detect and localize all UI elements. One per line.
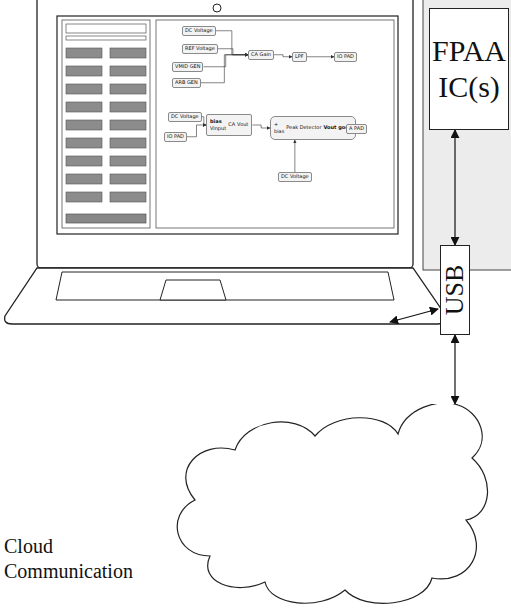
input-labels: +bias <box>274 122 284 134</box>
usb-box: USB <box>440 245 470 335</box>
signal-wire <box>274 55 292 57</box>
block-box: REF Voltage <box>182 44 218 54</box>
gui-button <box>66 174 102 184</box>
gui-button <box>110 66 146 76</box>
gui-button <box>66 156 102 166</box>
block-box: DC Voltage <box>182 26 216 36</box>
signal-wire <box>218 49 248 55</box>
gui-button <box>66 66 102 76</box>
node-label: DC Voltage <box>185 28 213 34</box>
gui-button <box>66 192 102 202</box>
gui-buttons <box>66 48 146 202</box>
node-label: + <box>274 122 284 128</box>
signal-wire <box>307 56 334 57</box>
block-box: A PAD <box>346 124 367 134</box>
display <box>57 16 398 234</box>
fpaa-chip-box: FPAA IC(s) <box>429 8 509 130</box>
gui-button <box>66 214 146 223</box>
gui-button <box>110 156 146 166</box>
camera <box>213 4 221 12</box>
signal-wire <box>216 31 248 55</box>
node-label: Peak Detector <box>286 125 321 131</box>
signal-wire <box>203 55 248 67</box>
gui-button <box>110 84 146 94</box>
node-label: VMID GEN <box>175 64 200 70</box>
gui-button <box>66 138 102 148</box>
gui-button <box>66 48 102 58</box>
keyboard-area <box>56 272 394 300</box>
block-box: IO PAD <box>334 52 357 62</box>
node-label: bias <box>274 129 284 135</box>
gui-button <box>110 102 146 112</box>
node-label: Cloud Communication <box>4 534 144 584</box>
node-label: USB <box>442 265 468 316</box>
node-label: A PAD <box>349 126 364 132</box>
gui-button <box>66 84 102 94</box>
node-label: ARB GEN <box>175 80 198 86</box>
gui-button <box>110 138 146 148</box>
signal-wire <box>252 125 270 128</box>
amplifier-block: biasVinputCAVout <box>206 114 252 136</box>
node-label: CA <box>228 122 235 128</box>
link-arrow <box>454 130 455 245</box>
touchpad <box>160 280 226 300</box>
node-label: IO PAD <box>167 134 184 140</box>
gui-field <box>66 24 146 33</box>
cloud: Cloud Communication <box>0 404 495 612</box>
node-label: CA Gain <box>251 52 271 58</box>
block-box: ARB GEN <box>172 78 201 88</box>
block-box: VMID GEN <box>172 62 203 72</box>
node-label: IO PAD <box>337 54 354 60</box>
node-label: FPAA IC(s) <box>432 33 506 105</box>
signal-wire <box>294 140 295 172</box>
laptop-lid <box>37 0 413 268</box>
gui-button <box>110 120 146 130</box>
node-label: DC Voltage <box>171 114 199 120</box>
block-box: DC Voltage <box>168 112 202 122</box>
gui-button <box>110 48 146 58</box>
node-label: REF Voltage <box>185 46 215 52</box>
node-label: Vout <box>237 122 248 128</box>
laptop-base <box>5 268 446 324</box>
node-label: DC Voltage <box>281 174 309 180</box>
gui-button <box>110 174 146 184</box>
link-arrow <box>454 335 455 404</box>
gui-panel <box>62 20 150 228</box>
fpaa-board <box>423 0 511 270</box>
node-label: bias <box>210 119 226 125</box>
gui-button <box>110 192 146 202</box>
node-label: Vinput <box>210 126 226 132</box>
peak-detector-block: +biasPeak DetectorVout good <box>270 116 356 140</box>
signal-wire <box>187 125 206 137</box>
block-box: LPF <box>292 52 307 62</box>
block-box: CA Gain <box>248 50 274 60</box>
input-labels: biasVinput <box>210 119 226 131</box>
block-box: DC Voltage <box>278 172 312 182</box>
signal-wire <box>201 55 248 83</box>
laptop-usb-link <box>390 309 438 322</box>
gui-button <box>66 102 102 112</box>
gui-button <box>66 120 102 130</box>
block-box: IO PAD <box>164 132 187 142</box>
node-label: LPF <box>295 54 304 60</box>
gui-canvas <box>156 20 394 228</box>
gui-field <box>66 36 146 40</box>
